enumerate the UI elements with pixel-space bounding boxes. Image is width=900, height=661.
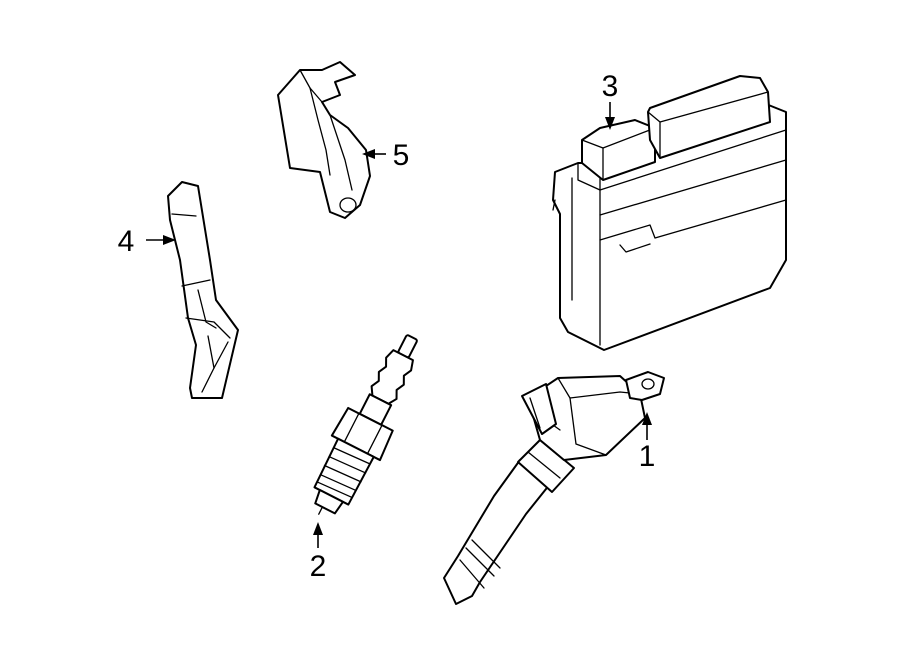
arrowhead-1 xyxy=(642,412,652,425)
spark-plug xyxy=(313,334,418,515)
callout-4: 4 xyxy=(118,225,135,258)
arrowhead-3 xyxy=(605,117,615,130)
upper-bracket xyxy=(277,61,371,219)
callout-2: 2 xyxy=(310,550,327,583)
leader-lines xyxy=(146,102,652,548)
side-bracket xyxy=(167,181,239,399)
arrowhead-4 xyxy=(163,235,176,245)
callout-3: 3 xyxy=(602,70,619,103)
engine-control-module xyxy=(552,75,787,351)
callout-labels: 1 2 3 4 5 xyxy=(118,70,656,583)
callout-1: 1 xyxy=(639,440,656,473)
callout-5: 5 xyxy=(393,139,410,172)
ignition-coil xyxy=(443,371,665,605)
arrowhead-2 xyxy=(313,522,323,535)
arrowhead-5 xyxy=(362,149,375,159)
